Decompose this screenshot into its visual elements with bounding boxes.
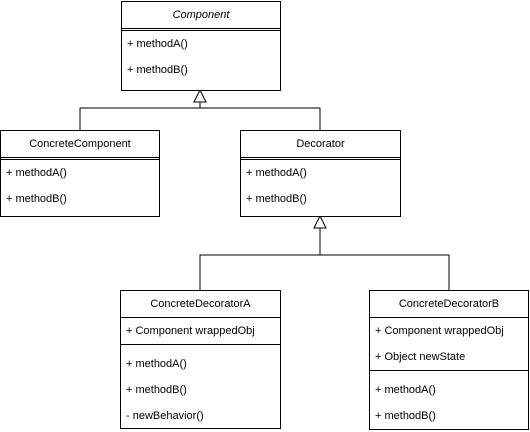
method-row: + methodB() — [246, 193, 307, 205]
class-name-component: Component — [122, 2, 280, 31]
generalization-arrow-component — [193, 88, 207, 103]
class-component[interactable]: Component + methodA() + methodB() — [121, 1, 281, 91]
class-concrete-decorator-b[interactable]: ConcreteDecoratorB + Component wrappedOb… — [369, 290, 529, 430]
method-row: + methodB() — [375, 410, 436, 422]
method-row: + methodB() — [126, 384, 187, 396]
methods-section: + methodA() + methodB() — [370, 370, 528, 429]
class-name-concrete-decorator-b: ConcreteDecoratorB — [370, 291, 528, 318]
method-row: - newBehavior() — [126, 410, 204, 422]
class-concrete-component[interactable]: ConcreteComponent + methodA() + methodB(… — [0, 130, 160, 217]
class-name-concrete-component: ConcreteComponent — [1, 131, 159, 160]
methods-section: + methodA() + methodB() - newBehavior() — [121, 344, 280, 429]
method-row: + methodA() — [375, 384, 436, 396]
method-row: + methodB() — [127, 64, 188, 76]
method-row: + methodA() — [246, 167, 307, 179]
method-row: + methodA() — [126, 358, 187, 370]
attribute-row: + Component wrappedObj — [375, 325, 504, 337]
connector-decorator — [199, 101, 321, 130]
methods-section: + methodA() + methodB() — [1, 160, 159, 212]
attribute-row: + Object newState — [375, 351, 466, 363]
class-concrete-decorator-a[interactable]: ConcreteDecoratorA + Component wrappedOb… — [120, 290, 281, 429]
attributes-section: + Component wrappedObj + Object newState — [370, 318, 528, 370]
method-row: + methodA() — [127, 38, 188, 50]
class-name-concrete-decorator-a: ConcreteDecoratorA — [121, 291, 280, 318]
class-decorator[interactable]: Decorator + methodA() + methodB() — [240, 130, 401, 217]
attribute-row: + Component wrappedObj — [126, 325, 255, 337]
methods-section: + methodA() + methodB() — [241, 160, 400, 212]
method-row: + methodA() — [6, 167, 67, 179]
class-name-decorator: Decorator — [241, 131, 400, 160]
generalization-arrow-decorator — [313, 214, 327, 229]
attributes-section: + Component wrappedObj — [121, 318, 280, 344]
connector-concrete-component — [79, 107, 200, 130]
methods-section: + methodA() + methodB() — [122, 31, 280, 83]
method-row: + methodB() — [6, 193, 67, 205]
connector-concrete-decorator-b — [319, 227, 450, 290]
connector-concrete-decorator-a — [199, 254, 320, 290]
